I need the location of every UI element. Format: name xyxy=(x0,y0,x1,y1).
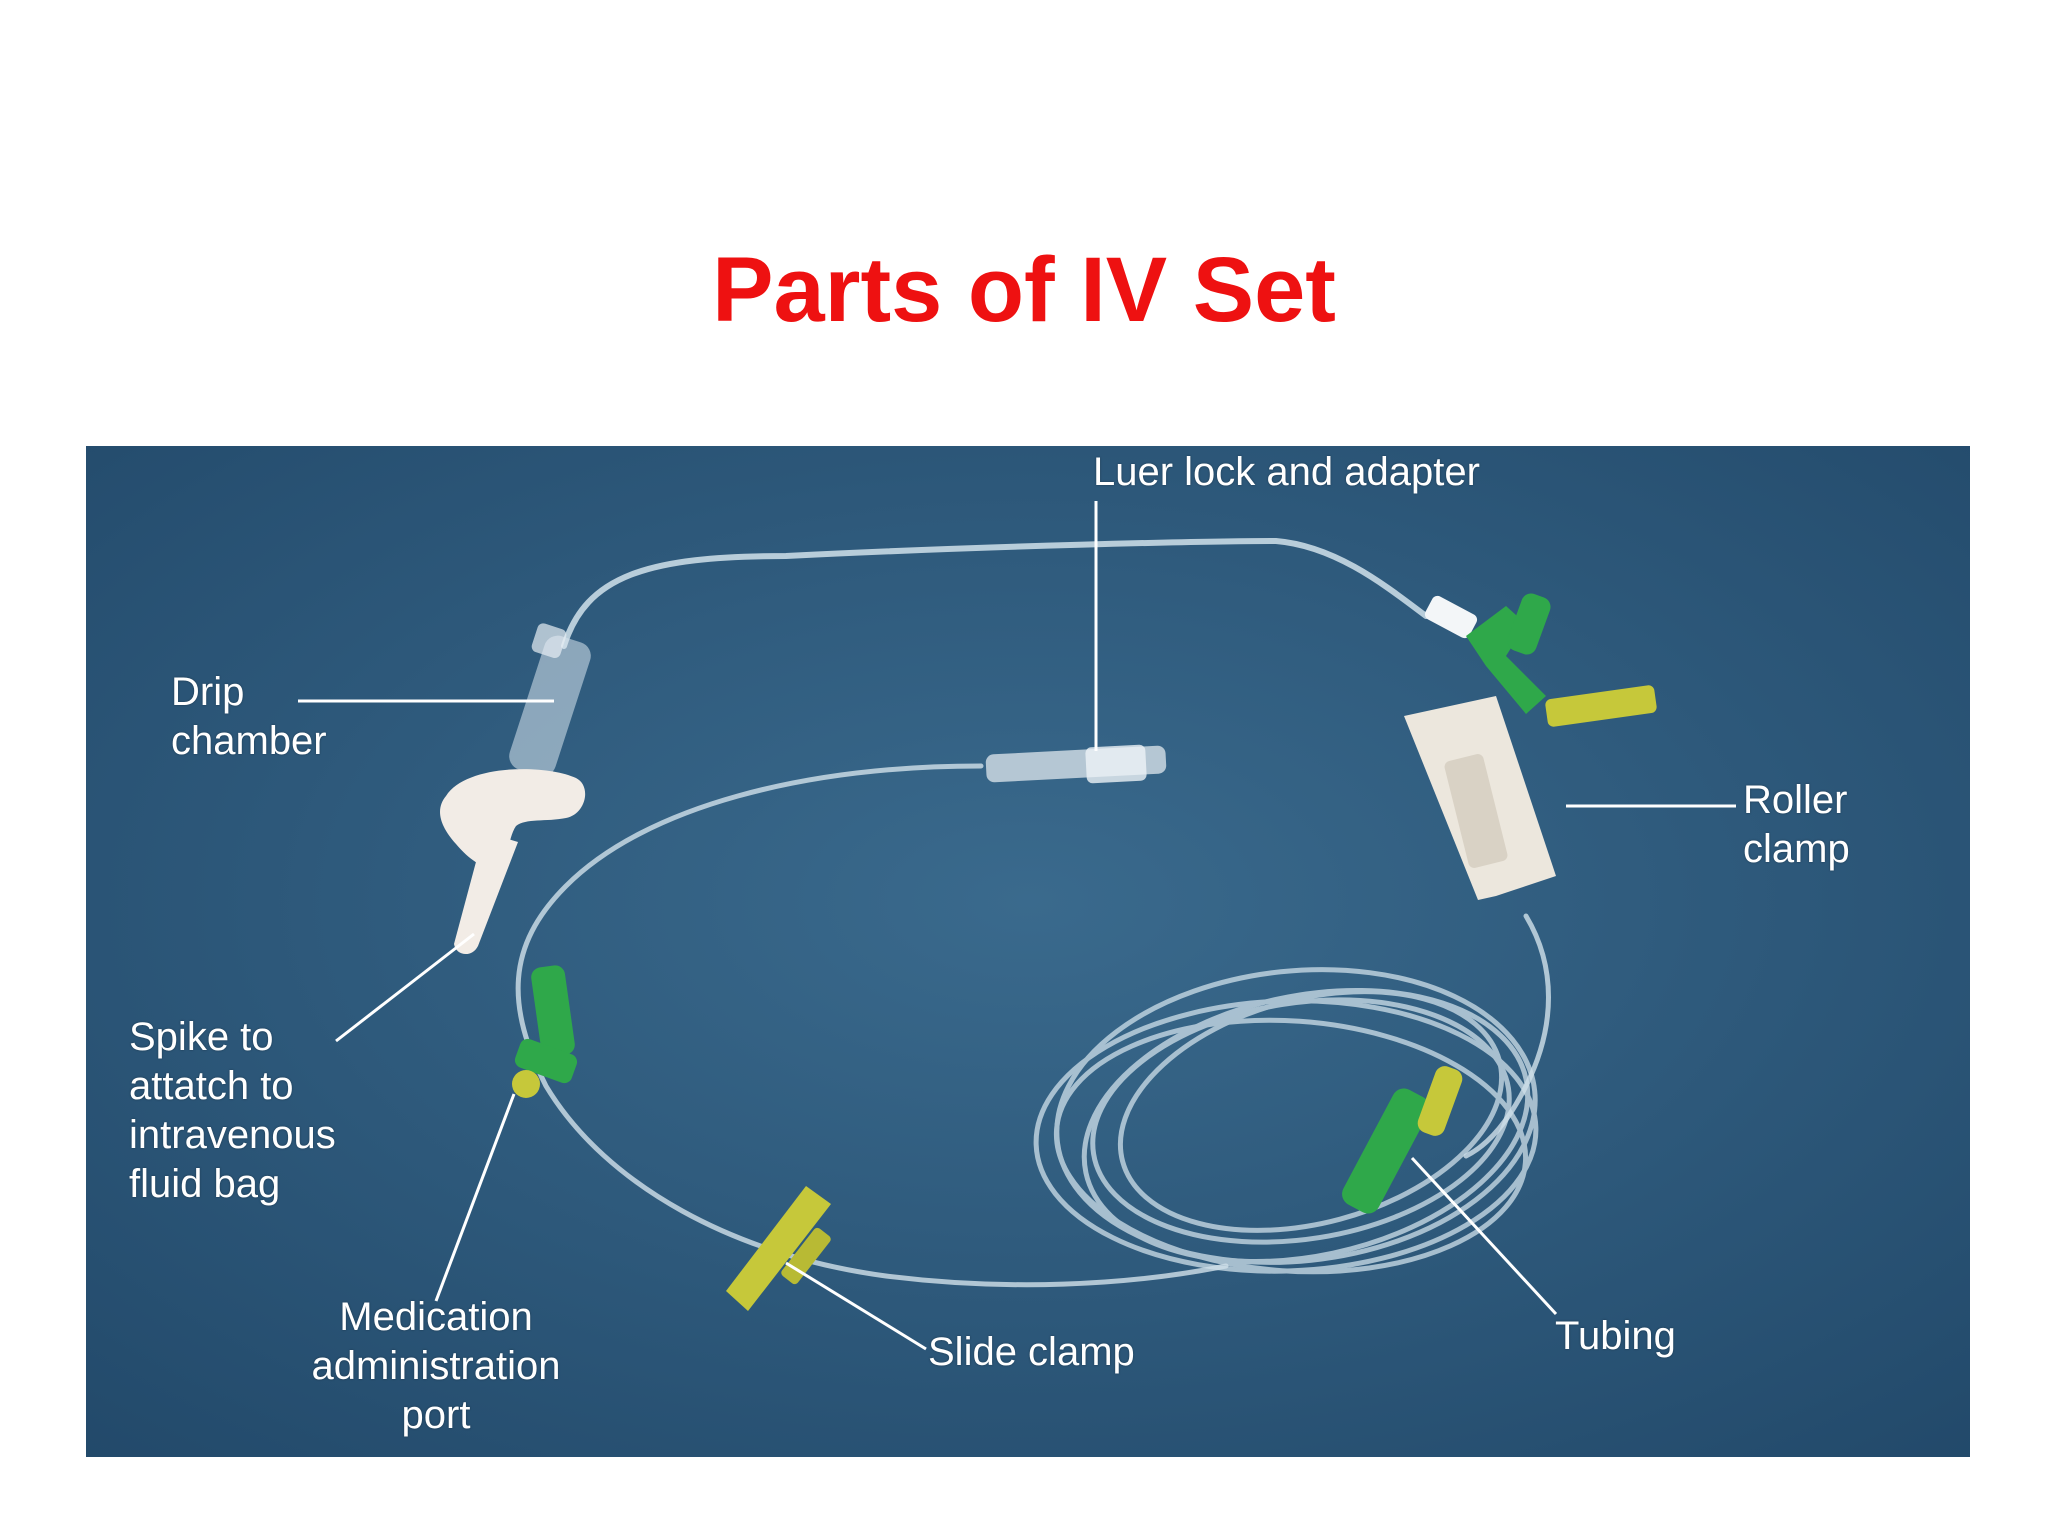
iv-set-illustration xyxy=(86,446,1970,1457)
y-connector xyxy=(1424,593,1551,714)
tubing-coil xyxy=(1033,967,1539,1275)
label-slide-clamp: Slide clamp xyxy=(928,1330,1135,1374)
label-roller-clamp: Roller clamp xyxy=(1743,778,1850,871)
label-medication-port: Medication administration port xyxy=(311,1295,561,1437)
slide-title: Parts of IV Set xyxy=(712,239,1336,341)
slide-clamp-part xyxy=(726,1186,831,1311)
tubing-upper xyxy=(561,537,1429,649)
coil-connector xyxy=(1342,1066,1463,1214)
label-spike: Spike to attatch to intravenous fluid ba… xyxy=(129,1015,336,1206)
roller-clamp xyxy=(1404,696,1556,900)
luer-lock xyxy=(985,744,1167,784)
label-drip-chamber: Drip chamber xyxy=(171,670,327,763)
leader-lines xyxy=(298,501,1736,1351)
yellow-tab xyxy=(1545,685,1657,727)
label-tubing: Tubing xyxy=(1555,1314,1676,1358)
label-luer-lock: Luer lock and adapter xyxy=(1093,450,1480,494)
medication-port-part xyxy=(512,965,578,1098)
drip-chamber xyxy=(509,623,591,777)
iv-set-photo: Luer lock and adapter Drip chamber Rolle… xyxy=(86,446,1970,1457)
spike xyxy=(440,769,586,955)
